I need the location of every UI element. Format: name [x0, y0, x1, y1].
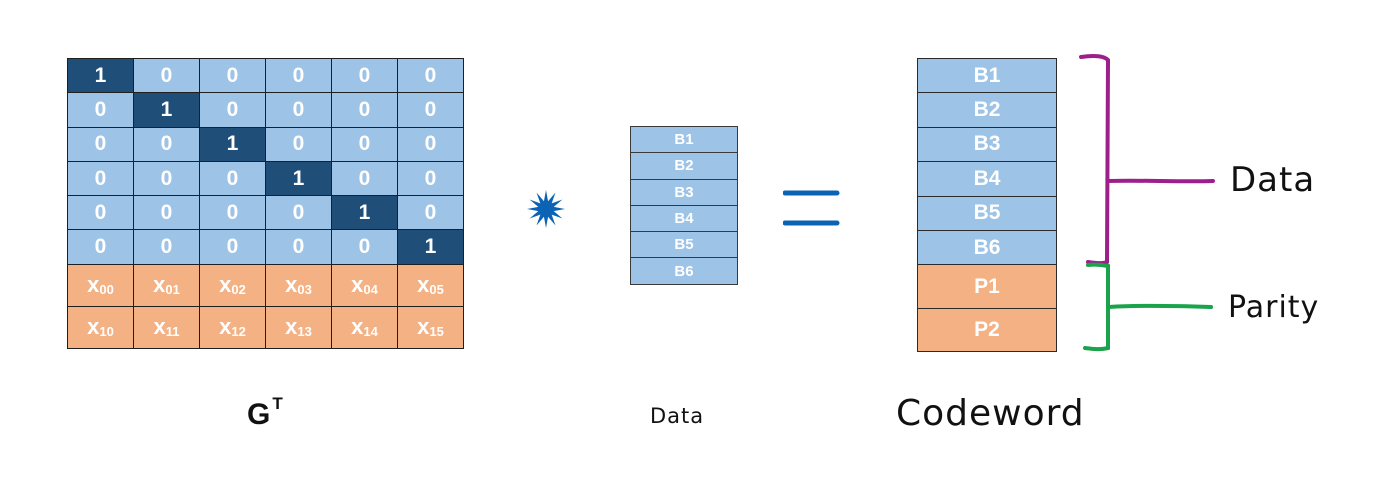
matrix-cell: 1 — [266, 161, 332, 197]
matrix-cell: 0 — [398, 59, 464, 94]
data-vector-label: Data — [650, 404, 705, 428]
matrix-cell: 0 — [134, 230, 200, 265]
matrix-cell: 0 — [68, 161, 134, 197]
codeword-parity-cell: P2 — [918, 308, 1057, 353]
matrix-cell: 1 — [398, 230, 464, 265]
matrix-cell: 0 — [332, 127, 398, 162]
matrix-cell: 1 — [200, 127, 266, 162]
matrix-cell: 0 — [332, 161, 398, 197]
parity-annotation: Parity — [1228, 290, 1320, 325]
matrix-cell: 0 — [266, 127, 332, 162]
data-vector-cell: B6 — [631, 258, 738, 285]
matrix-cell: 0 — [68, 93, 134, 128]
data-vector-cell: B5 — [631, 232, 738, 259]
matrix-cell: 0 — [398, 161, 464, 197]
matrix-cell: 0 — [266, 59, 332, 94]
codeword-data-cell: B4 — [918, 162, 1057, 197]
matrix-cell: 0 — [200, 230, 266, 265]
matrix-cell: 0 — [398, 127, 464, 162]
matrix-cell: 0 — [68, 196, 134, 231]
matrix-cell: 0 — [332, 230, 398, 265]
matrix-cell: 0 — [134, 196, 200, 231]
data-annotation: Data — [1230, 160, 1316, 200]
matrix-cell: 0 — [134, 127, 200, 162]
matrix-cell: 0 — [200, 93, 266, 128]
matrix-cell: 1 — [134, 93, 200, 128]
data-vector-cell: B3 — [631, 179, 738, 206]
matrix-cell: 0 — [266, 93, 332, 128]
matrix-cell: 0 — [398, 196, 464, 231]
matrix-cell: 0 — [266, 196, 332, 231]
codeword-data-cell: B1 — [918, 59, 1057, 94]
data-vector-cell: B2 — [631, 153, 738, 180]
matrix-cell: 1 — [68, 59, 134, 94]
codeword-parity-cell: P1 — [918, 265, 1057, 309]
matrix-cell: 0 — [134, 59, 200, 94]
matrix-cell: 0 — [68, 230, 134, 265]
matrix-cell: 1 — [332, 196, 398, 231]
codeword-data-cell: B6 — [918, 230, 1057, 266]
matrix-cell: 0 — [266, 230, 332, 265]
codeword-label: Codeword — [896, 393, 1085, 434]
codeword-data-cell: B3 — [918, 127, 1057, 163]
matrix-cell: 0 — [200, 161, 266, 197]
matrix-cell: 0 — [200, 196, 266, 231]
matrix-cell: 0 — [398, 93, 464, 128]
data-bracket — [1079, 54, 1215, 266]
codeword-data-cell: B5 — [918, 196, 1057, 231]
codeword-data-cell: B2 — [918, 93, 1057, 128]
data-vector-cell: B1 — [631, 127, 738, 154]
matrix-cell: 0 — [332, 93, 398, 128]
matrix-cell: 0 — [332, 59, 398, 94]
matrix-cell: 0 — [68, 127, 134, 162]
equals-icon — [783, 190, 840, 226]
matrix-cell: 0 — [200, 59, 266, 94]
data-vector-cell: B4 — [631, 205, 738, 233]
matrix-cell: 0 — [134, 161, 200, 197]
parity-bracket — [1083, 262, 1213, 352]
star-burst-icon — [527, 190, 565, 228]
